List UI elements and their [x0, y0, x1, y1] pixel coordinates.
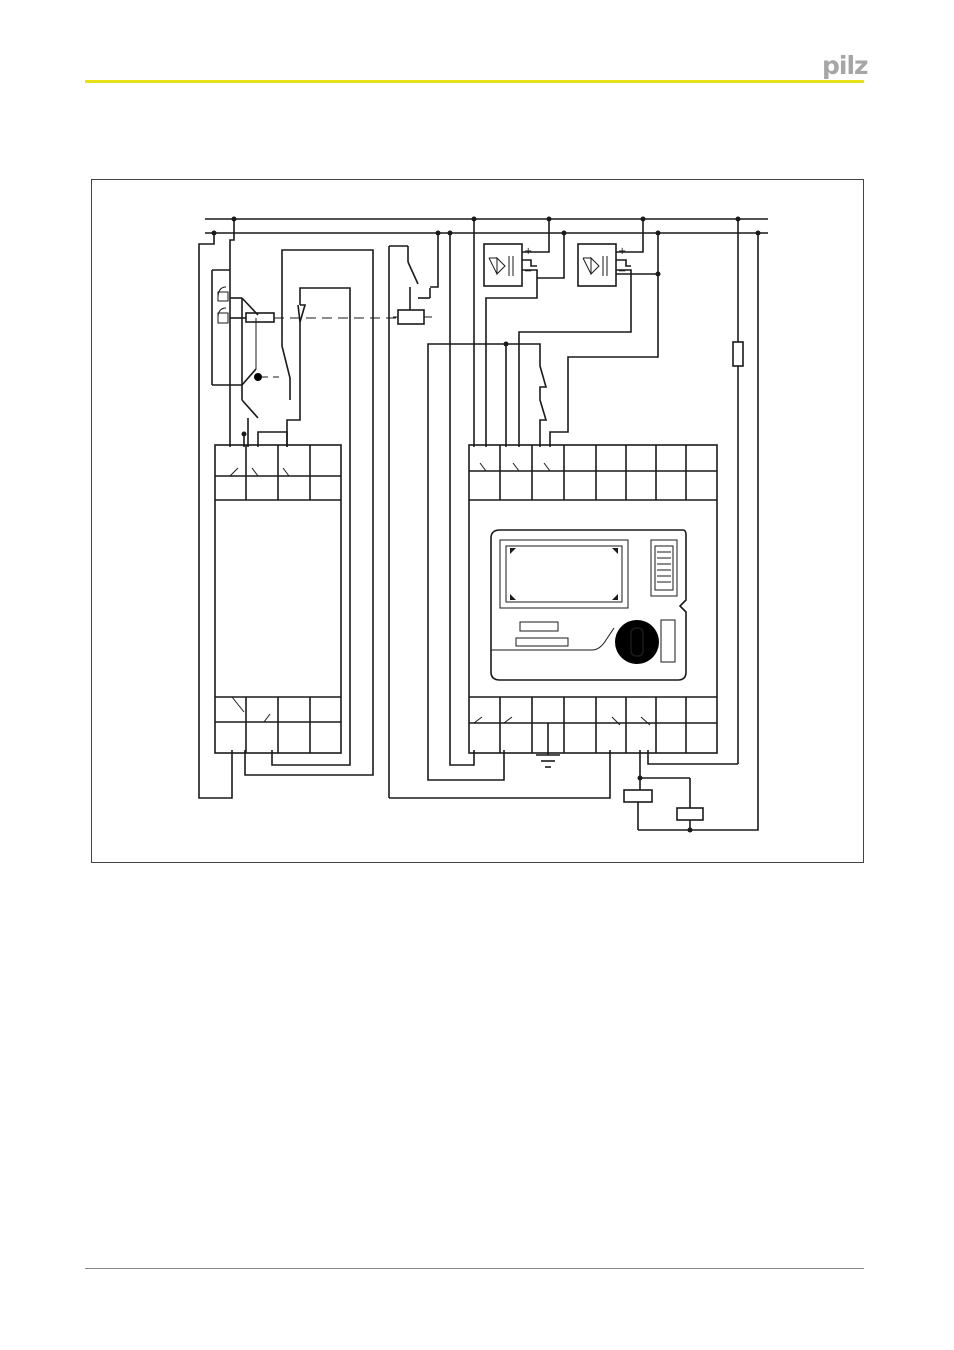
sensor2-minus: −	[618, 266, 626, 277]
safety-relay-left	[215, 445, 341, 753]
safety-controller-right	[469, 445, 717, 753]
pushbutton	[389, 233, 438, 798]
door-interlock-switch	[212, 270, 282, 447]
footer-rule	[85, 1268, 864, 1269]
ground-symbol	[536, 723, 560, 767]
proximity-sensor-1: + −	[484, 219, 549, 447]
relay-coil-1	[624, 750, 690, 830]
fuse	[648, 219, 743, 764]
power-rails	[205, 217, 768, 236]
proximity-sensor-2: + −	[519, 219, 661, 447]
sensor1-minus: −	[524, 266, 532, 277]
